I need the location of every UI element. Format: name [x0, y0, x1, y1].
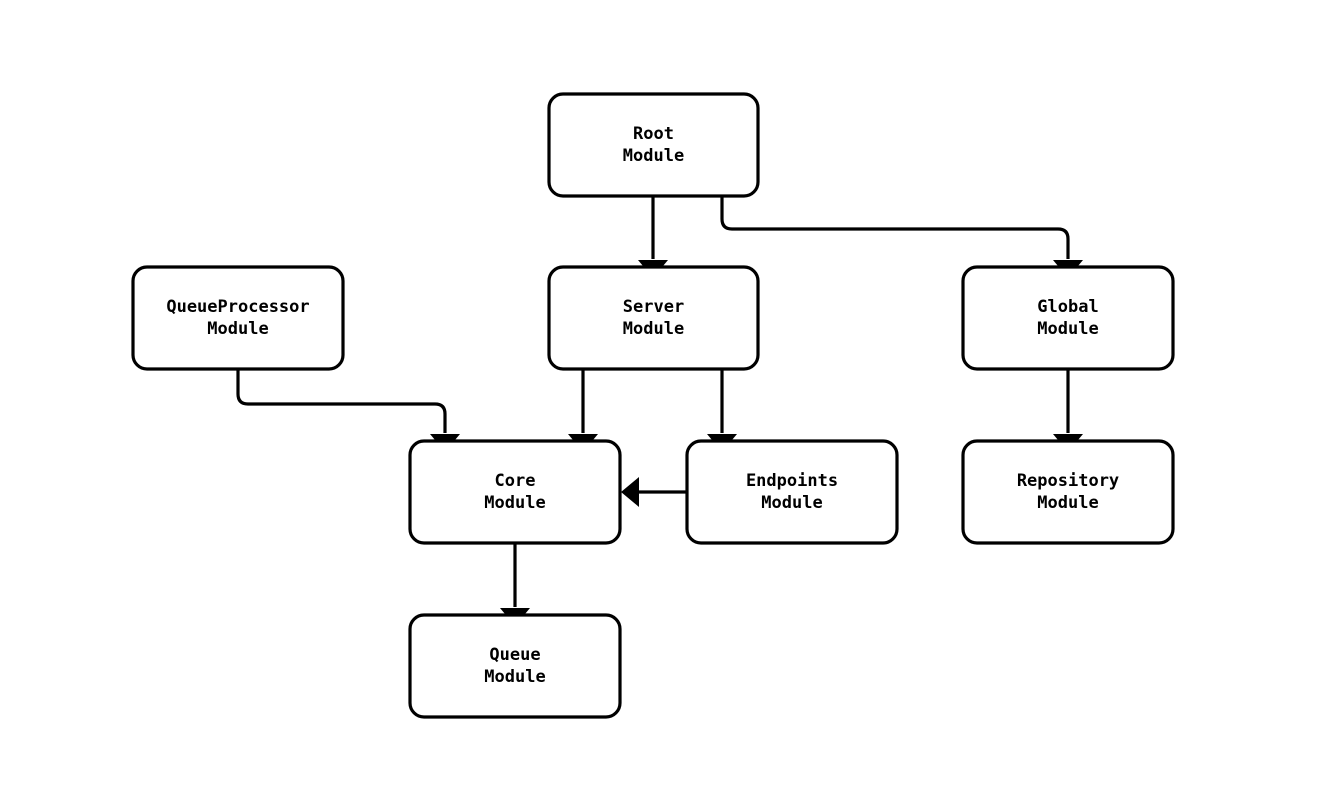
endpoints-module-node-shape[interactable] — [685, 439, 899, 545]
edges-layer — [236, 196, 1083, 626]
edge-root-to-global-line — [720, 196, 1070, 259]
root-module-node-shape[interactable] — [547, 92, 760, 198]
queue-module-node-shape[interactable] — [408, 613, 622, 719]
edge-queueprocessor-to-core-line — [236, 369, 447, 433]
edge-endpoints-to-core-arrowhead-icon — [621, 477, 639, 507]
core-module-node-shape[interactable] — [408, 439, 622, 545]
server-module-node-shape[interactable] — [547, 265, 760, 371]
queueprocessor-module-node-shape[interactable] — [131, 265, 345, 371]
global-module-node-shape[interactable] — [961, 265, 1175, 371]
repository-module-node-shape[interactable] — [961, 439, 1175, 545]
edge-endpoints-to-core — [621, 477, 687, 507]
